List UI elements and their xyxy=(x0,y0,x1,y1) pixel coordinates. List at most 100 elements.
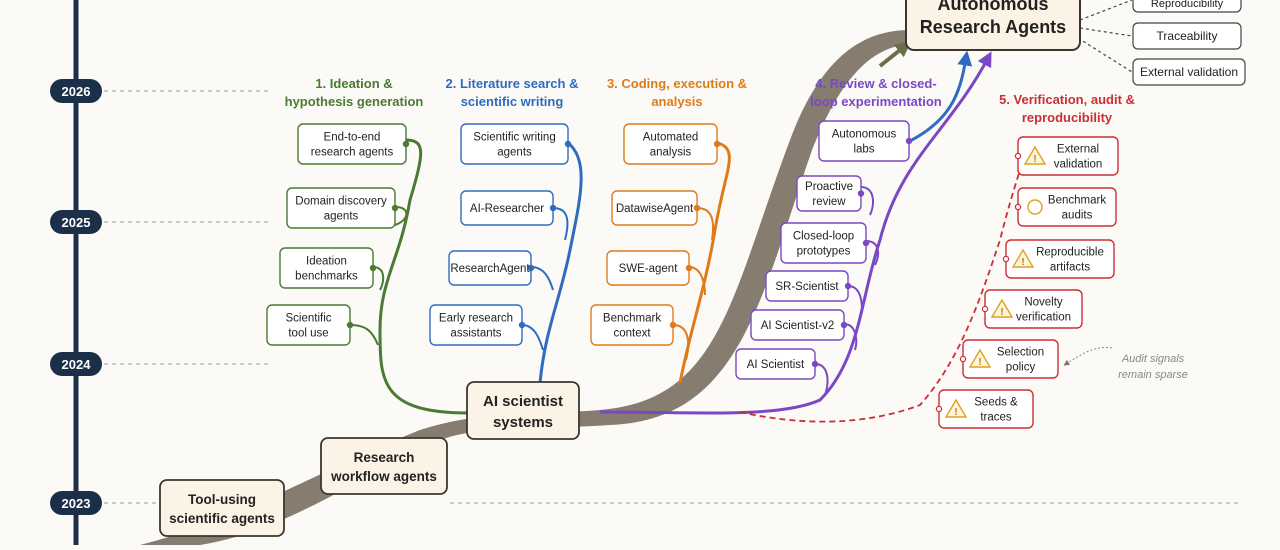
node-label: Novelty xyxy=(1024,297,1063,309)
stage-research-workflow: Research workflow agents xyxy=(320,437,448,495)
node-label: SR-Scientist xyxy=(775,281,839,293)
branch-title: 2. Literature search & xyxy=(446,76,579,91)
node-label: Proactive xyxy=(805,181,853,193)
node-label: traces xyxy=(980,412,1012,424)
labs-to-agents-arrow xyxy=(909,50,973,143)
year-label: 2025 xyxy=(62,215,91,230)
review-node: AI Scientist xyxy=(735,348,819,380)
branch-title: hypothesis generation xyxy=(285,94,424,109)
connector-dot xyxy=(402,140,410,148)
audit-annotation: Audit signals remain sparse xyxy=(1118,353,1188,381)
node-label: Selection xyxy=(997,347,1044,359)
annotation-text: Audit signals xyxy=(1121,353,1185,365)
year-pill-2026 xyxy=(50,79,102,103)
node-label: End-to-end xyxy=(324,132,381,144)
warning-mark: ! xyxy=(1021,257,1024,268)
year-label: 2026 xyxy=(62,84,91,99)
literature-node: ResearchAgent xyxy=(448,250,535,286)
warning-mark: ! xyxy=(978,357,981,368)
connector-dot xyxy=(369,264,377,272)
output-box xyxy=(1132,0,1242,13)
coding-spine xyxy=(678,141,731,384)
warning-icon xyxy=(990,298,1014,318)
output-box xyxy=(1132,58,1246,86)
warning-icon xyxy=(1023,145,1047,165)
node-label: ResearchAgent xyxy=(450,263,530,275)
connector-dot xyxy=(346,321,354,329)
year-pill-2023 xyxy=(50,491,102,515)
connector-dot xyxy=(862,239,870,247)
review-node: AI Scientist-v2 xyxy=(750,309,848,341)
connector-dot xyxy=(564,140,572,148)
connector-dot xyxy=(811,360,819,368)
review-node: SR-Scientist xyxy=(765,270,852,302)
node-label: Benchmark xyxy=(1048,195,1106,207)
node-label: AI Scientist-v2 xyxy=(761,320,835,332)
node-label: artifacts xyxy=(1050,262,1091,274)
year-label: 2023 xyxy=(62,496,91,511)
node-label: Seeds & xyxy=(974,397,1018,409)
node-label: SWE-agent xyxy=(619,263,679,275)
trunk-band xyxy=(140,30,912,545)
literature-spine xyxy=(538,141,583,384)
branch-title: 1. Ideation & xyxy=(315,76,392,91)
connector-dot xyxy=(959,355,967,363)
node-label: policy xyxy=(1006,362,1036,374)
connector-dot xyxy=(669,321,677,329)
connector-dot xyxy=(1002,255,1010,263)
branch-titles: 1. Ideation & hypothesis generation 2. L… xyxy=(285,76,1135,125)
node-label: AI Scientist xyxy=(747,359,805,371)
branch-title: analysis xyxy=(651,94,702,109)
connector-dot xyxy=(844,282,852,290)
svg-text:Research Agents: Research Agents xyxy=(920,17,1066,37)
node-label: assistants xyxy=(450,328,501,340)
stage-autonomous-agents: Autonomous Research Agents xyxy=(905,0,1081,51)
node-label: Reproducible xyxy=(1036,247,1104,259)
svg-text:systems: systems xyxy=(493,414,553,431)
output-label: External validation xyxy=(1140,65,1238,79)
stage-ai-scientist: AI scientist systems xyxy=(466,381,580,440)
trunk xyxy=(140,30,912,545)
verification-node: ! Seeds & traces xyxy=(935,389,1034,429)
branch-title: loop experimentation xyxy=(810,94,942,109)
literature-node: AI-Researcher xyxy=(460,190,557,226)
branch-connectors xyxy=(349,0,1133,423)
node-label: Closed-loop xyxy=(793,231,854,243)
warning-icon xyxy=(944,398,968,418)
output-box xyxy=(1132,22,1242,50)
branch-title: scientific writing xyxy=(461,94,564,109)
warning-mark: ! xyxy=(1033,154,1036,165)
output-label: Reproducibility xyxy=(1151,0,1224,10)
annotation-text: remain sparse xyxy=(1118,369,1188,381)
node-label: Ideation xyxy=(306,256,347,268)
node-label: labs xyxy=(853,144,874,156)
warning-mark: ! xyxy=(954,407,957,418)
coding-node: SWE-agent xyxy=(606,250,693,286)
warning-mark: ! xyxy=(1000,307,1003,318)
coding-node: Automated analysis xyxy=(623,123,721,165)
node-label: research agents xyxy=(311,147,394,159)
node-label: agents xyxy=(324,211,359,223)
branch-title: 4. Review & closed- xyxy=(815,76,936,91)
year-pill-2024 xyxy=(50,352,102,376)
node-label: DatawiseAgent xyxy=(616,203,694,215)
trunk-stages: Tool-using scientific agents Research wo… xyxy=(159,0,1081,537)
verification-node: ! Reproducible artifacts xyxy=(1002,239,1115,279)
node-label: tool use xyxy=(288,328,328,340)
connector-dot xyxy=(1014,203,1022,211)
stage-tool-using: Tool-using scientific agents xyxy=(159,479,285,537)
node-label: Automated xyxy=(643,132,699,144)
branch-title: 3. Coding, execution & xyxy=(607,76,747,91)
node-label: analysis xyxy=(650,147,692,159)
ideation-node: End-to-end research agents xyxy=(297,123,410,165)
coding-node: DatawiseAgent xyxy=(611,190,701,226)
node-label: External xyxy=(1057,144,1099,156)
